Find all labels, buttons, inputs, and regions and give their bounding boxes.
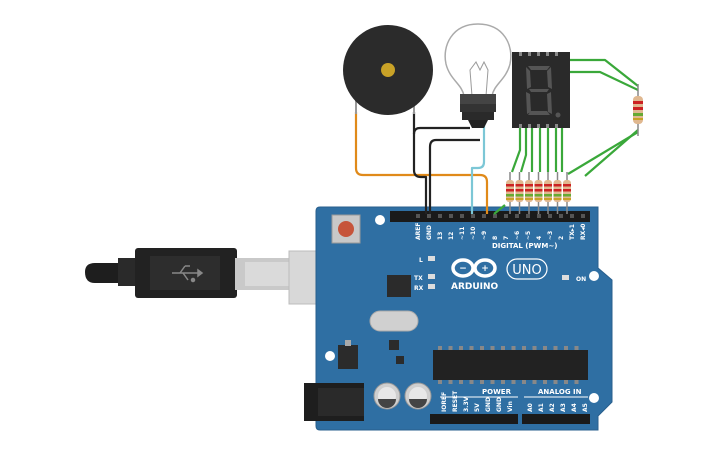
analog-pin-label: A0	[527, 403, 534, 412]
wire-green-top	[562, 58, 639, 87]
light-bulb-icon	[444, 23, 512, 128]
usb-chip	[387, 275, 411, 297]
led-rx	[428, 284, 435, 289]
digital-header	[390, 211, 590, 222]
analog-pin-label: A2	[549, 403, 556, 412]
digital-pin-socket[interactable]	[548, 214, 552, 218]
led-tx-label: TX	[414, 275, 423, 282]
resistor-standalone	[633, 84, 643, 136]
digital-pin-label: ~3	[547, 231, 554, 240]
power-pin-label: Vin	[507, 401, 514, 412]
digital-pin-label: 12	[448, 232, 455, 240]
wire-green-1	[510, 128, 522, 173]
wire-orange	[354, 112, 489, 214]
digital-pin-label: ~10	[470, 227, 477, 240]
analog-header	[522, 414, 590, 424]
digital-pin-socket[interactable]	[493, 214, 497, 218]
digital-pin-label: 8	[492, 236, 499, 240]
power-pin-label: GND	[496, 397, 503, 412]
analog-label: ANALOG IN	[538, 388, 582, 396]
small-chip	[389, 340, 399, 350]
digital-pin-label: TX▸1	[569, 224, 576, 240]
led-l-label: L	[419, 257, 423, 264]
power-pin-labels: IOREF RESET 3.3V 5V GND GND Vin	[441, 390, 514, 412]
wires	[354, 58, 639, 215]
digital-pin-socket[interactable]	[449, 214, 453, 218]
uno-label: UNO	[512, 263, 541, 278]
usb-icon	[172, 265, 204, 283]
analog-pin-label: A3	[560, 403, 567, 412]
wire-green-8	[493, 204, 506, 215]
crystal	[369, 310, 419, 332]
digital-pin-socket[interactable]	[471, 214, 475, 218]
digital-pin-label: ~9	[481, 231, 488, 240]
digital-pin-socket[interactable]	[482, 214, 486, 218]
arduino-logo-text: ARDUINO	[451, 282, 499, 292]
digital-pin-socket[interactable]	[460, 214, 464, 218]
svg-text:−: −	[459, 264, 467, 274]
wire-green-mid	[570, 70, 639, 91]
power-pin-label: 3.3V	[463, 396, 470, 412]
digital-pin-socket[interactable]	[559, 214, 563, 218]
wire-black-2	[412, 126, 470, 135]
capacitor-1	[373, 382, 401, 410]
svg-text:+: +	[481, 264, 489, 274]
digital-pin-socket[interactable]	[526, 214, 530, 218]
power-pin-label: IOREF	[441, 392, 448, 412]
power-jack	[304, 383, 364, 421]
digital-pin-socket[interactable]	[438, 214, 442, 218]
capacitor-2	[404, 382, 432, 410]
digital-pin-socket[interactable]	[537, 214, 541, 218]
wire-black-1	[412, 112, 428, 214]
arduino-logo-icon	[451, 258, 497, 278]
analog-pin-label: A5	[582, 403, 589, 412]
wire-green-2	[519, 128, 528, 173]
power-pin-label: 5V	[474, 403, 481, 412]
led-l	[428, 256, 435, 261]
digital-pin-label: 7	[503, 236, 510, 240]
digital-pin-socket[interactable]	[416, 214, 420, 218]
display-digit: 8.	[0, 0, 2, 1]
digital-pin-label: AREF	[415, 223, 422, 240]
digital-pin-label: 4	[536, 236, 543, 240]
digital-pin-socket[interactable]	[504, 214, 508, 218]
digital-pin-label: 13	[437, 232, 444, 240]
on-label: ON	[576, 276, 586, 283]
voltage-regulator	[338, 345, 358, 369]
digital-pin-socket[interactable]	[427, 214, 431, 218]
analog-pin-labels: A0 A1 A2 A3 A4 A5	[527, 403, 589, 412]
power-label: POWER	[482, 388, 512, 396]
reset-button[interactable]	[331, 214, 361, 244]
digital-pin-label: RX◂0	[580, 224, 587, 240]
digital-header-label: DIGITAL (PWM~)	[492, 242, 557, 250]
seven-segment-display: 8.	[0, 0, 570, 128]
led-tx	[428, 274, 435, 279]
led-on	[562, 275, 569, 280]
digital-pin-label: ~6	[514, 231, 521, 240]
digital-pin-label: ~11	[459, 227, 466, 240]
analog-pin-label: A1	[538, 403, 545, 412]
wire-green-low	[584, 129, 639, 177]
led-rx-label: RX	[414, 285, 424, 292]
microcontroller-chip	[433, 346, 588, 384]
small-chip-2	[396, 356, 404, 364]
wire-black-3	[428, 138, 480, 214]
analog-pin-label: A4	[571, 403, 578, 412]
digital-pin-socket[interactable]	[515, 214, 519, 218]
wire-cyan	[470, 122, 486, 214]
resistor-array	[506, 172, 571, 214]
digital-pin-socket[interactable]	[581, 214, 585, 218]
digital-pin-label: GND	[426, 225, 433, 240]
uno-badge: UNO	[506, 258, 548, 280]
power-pin-label: GND	[485, 397, 492, 412]
buzzer-icon	[343, 25, 433, 115]
digital-pin-socket[interactable]	[570, 214, 574, 218]
power-header	[430, 414, 518, 424]
power-pin-label: RESET	[452, 390, 459, 412]
digital-pin-label: ~5	[525, 231, 532, 240]
digital-pin-label: 2	[558, 236, 565, 240]
